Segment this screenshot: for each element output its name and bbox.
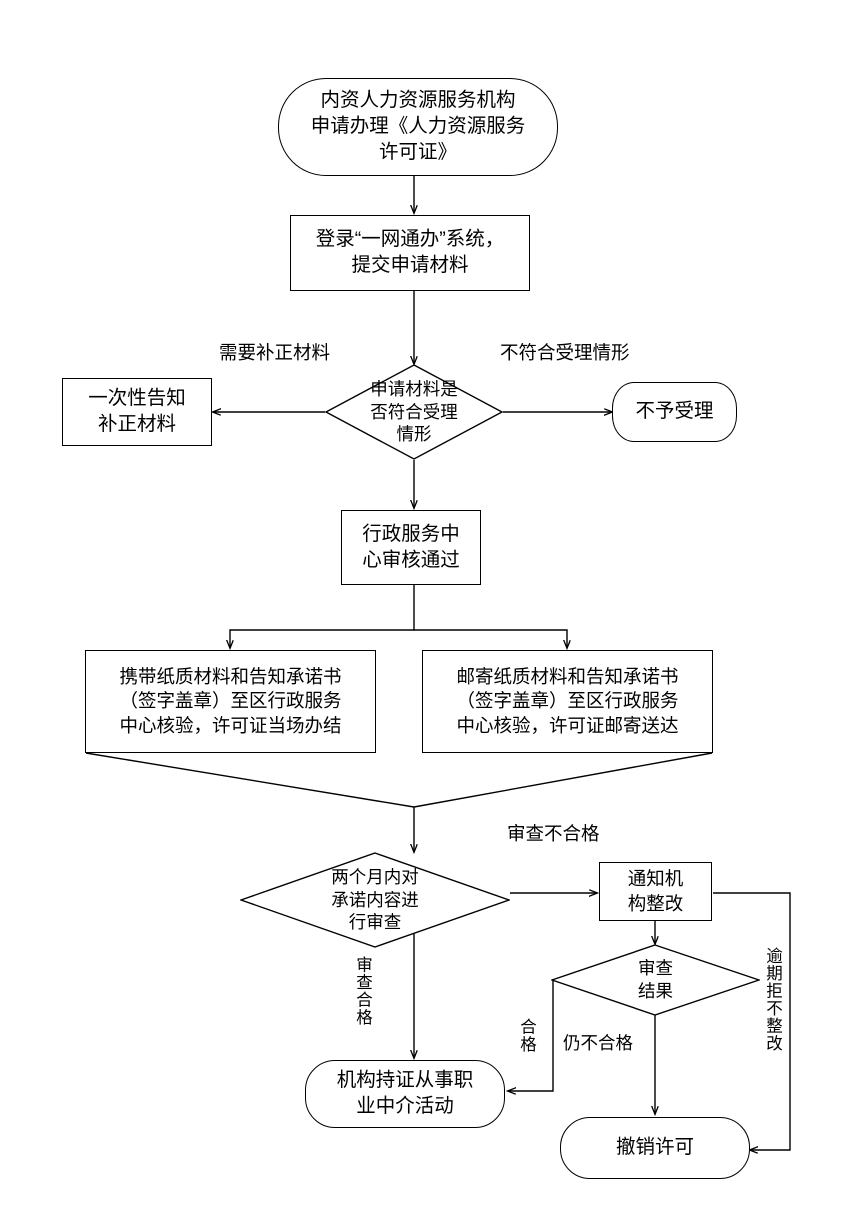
- edge-approved-to-bring: [230, 585, 415, 648]
- edge-label-not-eligible: 不符合受理情形: [500, 342, 630, 363]
- edge-label-review-failed: 审查不合格: [507, 823, 600, 844]
- edge-label-review-passed: 审查合格: [352, 956, 372, 1026]
- node-two-month-review[interactable]: 两个月内对 承诺内容进 行审查: [240, 852, 510, 948]
- diamond-shape: [240, 852, 510, 948]
- node-center-approved[interactable]: 行政服务中 心审核通过: [341, 510, 481, 585]
- node-check-eligibility-label: 申请材料是 否符合受理 情形: [370, 378, 458, 445]
- node-bring-paper-materials[interactable]: 携带纸质材料和告知承诺书 （签字盖章）至区行政服务 中心核验，许可证当场办结: [85, 650, 376, 753]
- edge-label-overdue-refuse: 逾期拒不整改: [762, 947, 782, 1052]
- edge-label-passed: 合格: [516, 1018, 536, 1053]
- edge-bring-converge: [85, 752, 415, 808]
- diamond-shape: [325, 364, 503, 460]
- node-review-result[interactable]: 审查 结果: [551, 944, 760, 1016]
- node-revoke-license[interactable]: 撤销许可: [560, 1117, 750, 1179]
- edge-mail-converge: [413, 752, 713, 808]
- node-review-result-label: 审查 结果: [638, 958, 673, 1001]
- edge-label-need-fix: 需要补正材料: [219, 342, 331, 363]
- node-two-month-review-label: 两个月内对 承诺内容进 行审查: [331, 866, 419, 933]
- node-mail-paper-materials[interactable]: 邮寄纸质材料和告知承诺书 （签字盖章）至区行政服务 中心核验，许可证邮寄送达: [422, 650, 713, 753]
- node-notify-rectify[interactable]: 通知机 构整改: [599, 862, 712, 921]
- node-reject-acceptance[interactable]: 不予受理: [612, 382, 737, 442]
- node-notify-fix-materials[interactable]: 一次性告知 补正材料: [62, 378, 212, 446]
- edge-label-still-failed: 仍不合格: [563, 1033, 633, 1053]
- node-operate-with-license[interactable]: 机构持证从事职 业中介活动: [305, 1060, 505, 1128]
- edge-approved-to-mail: [414, 629, 567, 648]
- node-submit-application[interactable]: 登录“一网通办”系统， 提交申请材料: [290, 215, 530, 291]
- node-start[interactable]: 内资人力资源服务机构 申请办理《人力资源服务 许可证》: [278, 78, 558, 176]
- node-check-eligibility[interactable]: 申请材料是 否符合受理 情形: [325, 364, 503, 460]
